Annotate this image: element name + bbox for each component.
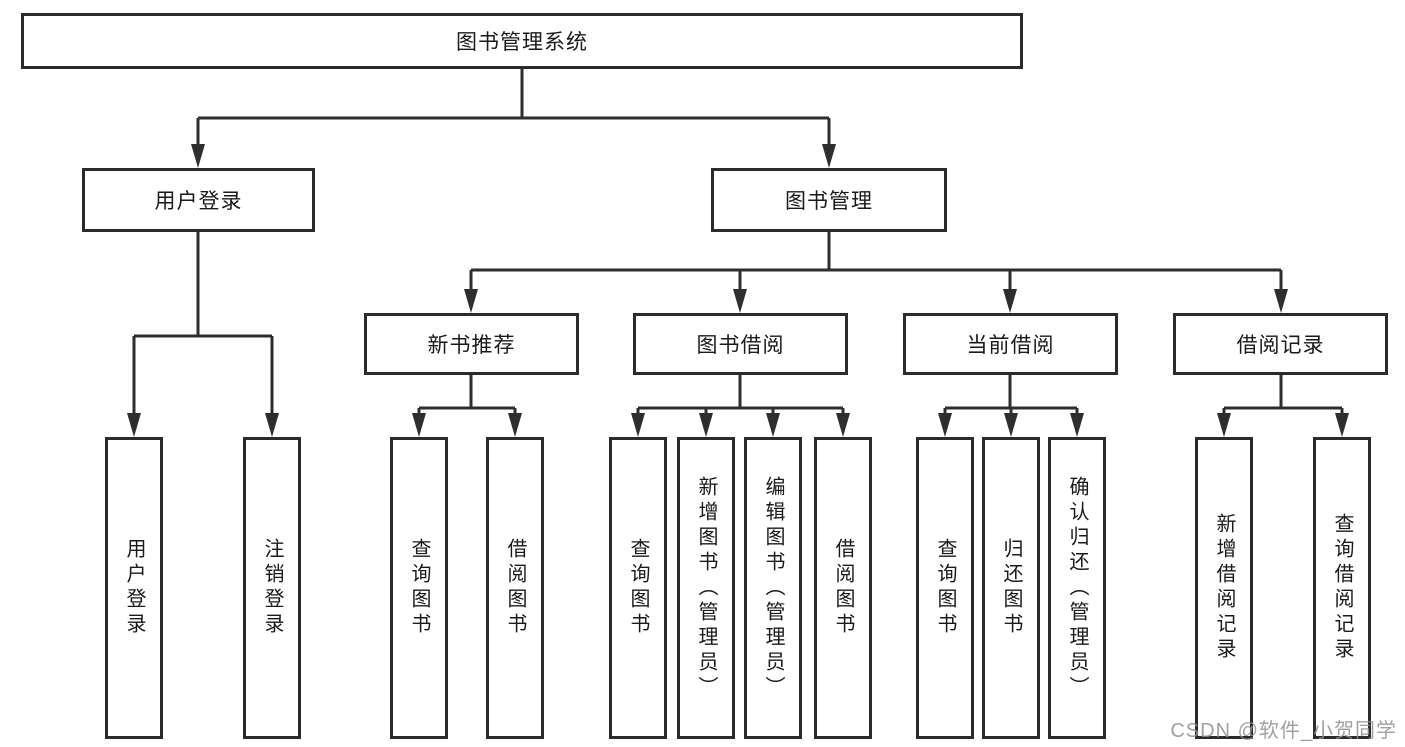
node-user-login: 用户登录 xyxy=(82,168,315,232)
node-book-borrow: 图书借阅 xyxy=(633,313,848,375)
node-new-book-recommend: 新书推荐 xyxy=(364,313,579,375)
leaf-borrow-books-recommend: 借阅图书 xyxy=(486,437,544,739)
leaf-logout: 注销登录 xyxy=(243,437,301,739)
leaf-query-books-recommend: 查询图书 xyxy=(390,437,448,739)
node-library-management-system: 图书管理系统 xyxy=(21,13,1023,69)
node-current-borrow: 当前借阅 xyxy=(903,313,1118,375)
leaf-add-borrow-record: 新增借阅记录 xyxy=(1195,437,1253,739)
leaf-edit-book-admin: 编辑图书（管理员） xyxy=(744,437,802,739)
leaf-query-books-borrow: 查询图书 xyxy=(609,437,667,739)
leaf-add-book-admin: 新增图书（管理员） xyxy=(677,437,735,739)
leaf-borrow-books: 借阅图书 xyxy=(814,437,872,739)
leaf-return-books: 归还图书 xyxy=(982,437,1040,739)
node-borrow-records: 借阅记录 xyxy=(1173,313,1388,375)
node-book-management: 图书管理 xyxy=(711,168,947,232)
leaf-query-books-current: 查询图书 xyxy=(916,437,974,739)
leaf-query-borrow-record: 查询借阅记录 xyxy=(1313,437,1371,739)
leaf-confirm-return-admin: 确认归还（管理员） xyxy=(1048,437,1106,739)
leaf-user-login: 用户登录 xyxy=(105,437,163,739)
